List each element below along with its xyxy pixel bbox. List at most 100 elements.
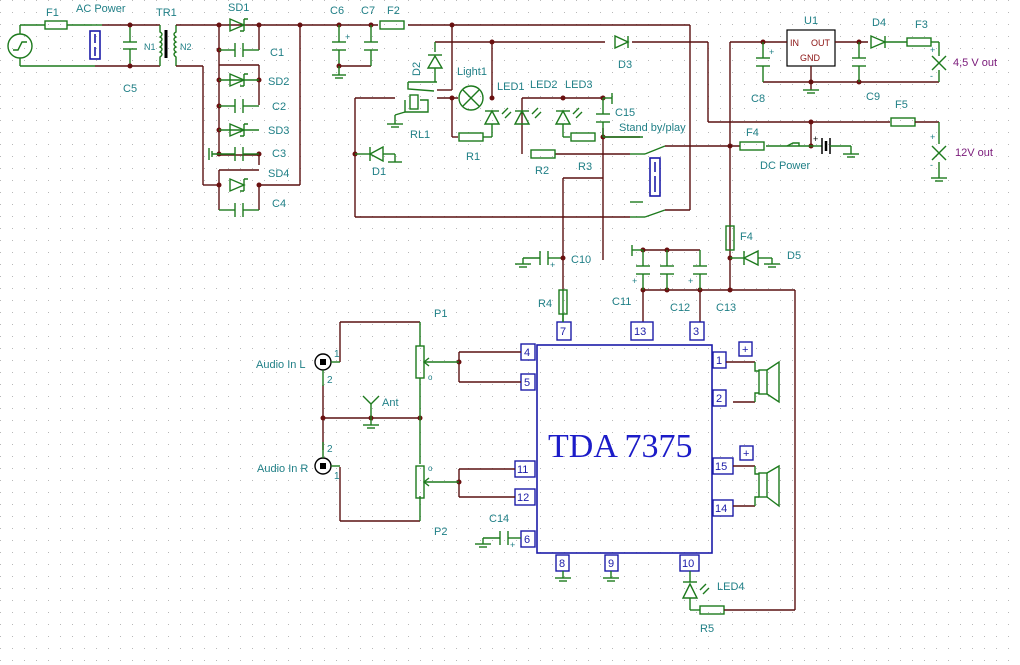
pin-11: 11 (517, 464, 528, 476)
label-c12: C12 (670, 302, 690, 314)
pin-1: 1 (716, 355, 722, 367)
svg-text:+: + (550, 260, 555, 270)
label-f4-lower: F4 (740, 231, 753, 243)
pin-5: 5 (524, 377, 530, 389)
audio-jack-left[interactable] (314, 353, 340, 386)
led-led4 (681, 571, 710, 611)
lamp-light1 (458, 85, 484, 111)
label-tr1: TR1 (156, 7, 177, 19)
ic-wiring (456, 290, 619, 582)
label-d2: D2 (411, 62, 423, 76)
label-f4: F4 (746, 127, 759, 139)
jack-r-pin2: 2 (327, 444, 333, 455)
label-led2: LED2 (530, 79, 558, 91)
led-led3 (554, 107, 583, 138)
label-p1: P1 (434, 308, 447, 320)
jack-r-pin1: 1 (334, 471, 340, 482)
label-sd1: SD1 (228, 2, 249, 14)
label-n2: N2 (180, 42, 192, 52)
capacitor-c14: + (475, 531, 521, 550)
capacitor-c10: + (515, 251, 566, 270)
pin-10: 10 (682, 558, 694, 570)
pin-4: 4 (524, 347, 530, 359)
label-c9: C9 (866, 91, 880, 103)
label-c1: C1 (270, 47, 284, 59)
label-audio-in-l: Audio In L (256, 359, 306, 371)
capacitor-c1 (219, 43, 259, 57)
potentiometer-p2[interactable]: o (415, 464, 459, 499)
control-wiring (352, 25, 890, 290)
led-led1 (483, 107, 512, 125)
resistor-r1 (458, 124, 493, 142)
svg-text:+: + (688, 276, 693, 286)
capacitor-c11: + (632, 250, 650, 290)
diode-sd3 (219, 122, 259, 138)
fuse-f4 (739, 141, 765, 151)
svg-text:+: + (510, 540, 515, 550)
label-f5: F5 (895, 99, 908, 111)
label-f2: F2 (387, 5, 400, 17)
transformer-tr1 (130, 24, 205, 185)
label-4v5-out: 4,5 V out (953, 57, 997, 69)
diode-d5 (727, 249, 780, 268)
capacitor-c4 (219, 203, 259, 217)
label-r4: R4 (538, 298, 552, 310)
dc-section: + (690, 119, 859, 158)
label-12v-out: 12V out (955, 147, 993, 159)
svg-text:+: + (813, 134, 818, 144)
capacitor-c12 (660, 250, 674, 290)
label-dc-power: DC Power (760, 160, 810, 172)
label-n1: N1 (144, 42, 156, 52)
ac-power-switch[interactable] (89, 24, 130, 67)
pin-13: 13 (634, 326, 646, 338)
label-u1-out: OUT (811, 38, 831, 48)
label-f3: F3 (915, 19, 928, 31)
resistor-r5 (699, 605, 795, 615)
regulator-u1 (727, 29, 939, 290)
svg-text:-: - (930, 71, 933, 81)
label-led4: LED4 (717, 581, 745, 593)
label-d4: D4 (872, 17, 886, 29)
capacitor-c13: + (688, 250, 707, 290)
pin-14: 14 (715, 503, 727, 515)
label-sd4: SD4 (268, 168, 289, 180)
diode-sd1 (229, 17, 248, 33)
audio-jack-right[interactable] (314, 442, 340, 475)
diode-d3 (614, 34, 630, 50)
capacitor-c2 (219, 99, 259, 113)
potentiometer-p1[interactable]: o (415, 345, 459, 382)
label-ant: Ant (382, 397, 399, 409)
capacitor-c6: + (332, 25, 371, 79)
label-f1: F1 (46, 7, 59, 19)
capacitor-c15 (596, 93, 613, 137)
label-c4: C4 (272, 198, 286, 210)
label-led3: LED3 (565, 79, 593, 91)
capacitor-c5 (123, 22, 137, 69)
diode-sd4 (229, 177, 248, 193)
label-standby-play: Stand by/play (619, 122, 686, 134)
label-led1: LED1 (497, 81, 525, 93)
label-c7: C7 (361, 5, 375, 17)
fuse-f5 (890, 117, 939, 127)
label-c11: C11 (612, 296, 631, 308)
capacitor-c3 (208, 147, 259, 161)
pin-7: 7 (560, 326, 566, 338)
pin-8: 8 (559, 558, 565, 570)
capacitor-c8: + (756, 42, 774, 82)
pin-15: 15 (715, 461, 727, 473)
label-u1-in: IN (790, 38, 799, 48)
svg-text:+: + (345, 32, 350, 42)
label-c3: C3 (272, 148, 286, 160)
resistor-r2 (530, 149, 556, 159)
antenna-icon (362, 395, 380, 429)
diode-d4 (870, 34, 907, 50)
label-rl1: RL1 (410, 129, 430, 141)
label-r5: R5 (700, 623, 714, 635)
label-ac-power: AC Power (76, 3, 126, 15)
speaker-left (726, 360, 780, 404)
label-sd2: SD2 (268, 76, 289, 88)
standby-play-switch[interactable] (603, 136, 690, 218)
label-audio-in-r: Audio In R (257, 463, 308, 475)
